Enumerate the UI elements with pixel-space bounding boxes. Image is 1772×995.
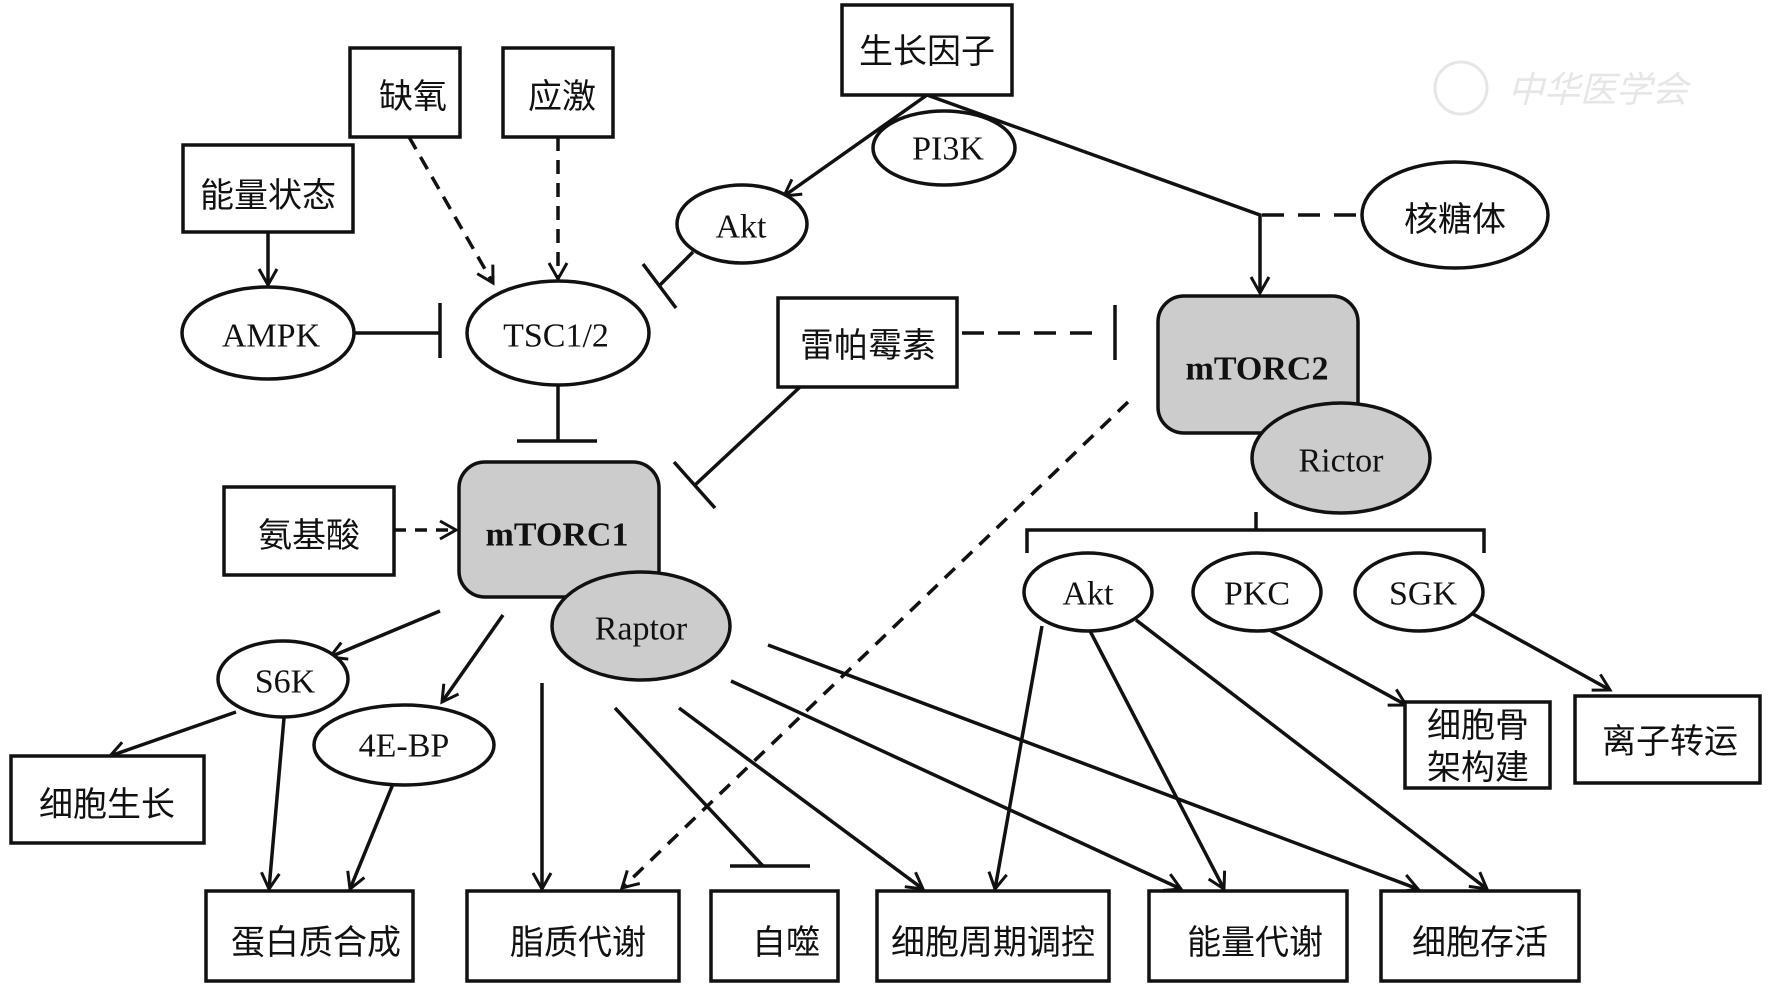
label-sgk: SGK	[1389, 576, 1457, 613]
label-energy-metabolism: 能量代谢	[1187, 923, 1323, 963]
label-growth-factor: 生长因子	[859, 32, 995, 72]
label-cell-survival: 细胞存活	[1412, 923, 1548, 963]
node-rictor	[1250, 401, 1432, 515]
label-mtorc2: mTORC2	[1186, 351, 1329, 388]
label-mtorc1: mTORC1	[486, 517, 629, 554]
node-ribosome	[1360, 160, 1550, 270]
edge-4ebp-protein	[346, 783, 395, 892]
edge-mtorc1-autophagy-inhibit	[613, 706, 765, 868]
inhibit-bar	[672, 460, 717, 510]
label-pkc: PKC	[1224, 576, 1290, 613]
node-energy-metabolism	[1147, 889, 1349, 983]
node-pi3k	[871, 109, 1017, 187]
edge-mtorc1-energy	[730, 679, 1184, 892]
label-amino-acids: 氨基酸	[258, 516, 360, 556]
node-raptor	[550, 570, 732, 682]
label-pi3k: PI3K	[912, 131, 984, 168]
label-lipid-metabolism: 脂质代谢	[510, 923, 646, 963]
node-pkc	[1191, 551, 1323, 633]
label-ampk: AMPK	[222, 318, 321, 355]
edge-s6k-protein	[260, 717, 286, 893]
label-s6k: S6K	[255, 664, 316, 701]
label-cell-growth: 细胞生长	[39, 785, 175, 825]
node-cell-cycle	[875, 889, 1111, 983]
label-cytoskeleton-line2: 架构建	[1427, 748, 1529, 788]
label-cell-cycle: 细胞周期调控	[891, 923, 1095, 963]
label-tsc: TSC1/2	[503, 318, 609, 355]
label-hypoxia: 缺氧	[379, 77, 447, 117]
node-rapamycin	[776, 296, 959, 389]
bracket	[1025, 528, 1486, 553]
edge-growthfactor-akt	[781, 93, 929, 198]
node-sgk	[1353, 551, 1485, 633]
label-stress: 应激	[528, 77, 596, 117]
node-tsc	[465, 279, 651, 387]
watermark-logo-icon	[1433, 60, 1489, 116]
node-ampk	[180, 285, 356, 381]
inhibit-bar	[641, 262, 678, 310]
node-hypoxia	[348, 46, 462, 139]
node-growth-factor	[840, 3, 1014, 97]
watermark-text: 中华医学会	[1508, 70, 1692, 111]
edge-mtorc1-survival	[767, 643, 1421, 894]
edge-akt-energy	[1087, 628, 1227, 892]
node-autophagy	[709, 889, 840, 983]
watermark: 中华医学会	[1433, 60, 1692, 116]
node-ion-transport	[1573, 694, 1762, 785]
label-protein-synthesis: 蛋白质合成	[231, 923, 401, 963]
node-akt-upstream	[675, 183, 809, 265]
label-akt-downstream: Akt	[1063, 576, 1115, 613]
node-energy-status	[181, 143, 355, 234]
label-raptor: Raptor	[595, 611, 688, 648]
label-rictor: Rictor	[1299, 443, 1385, 480]
edge-mtorc1-cellcycle	[677, 706, 926, 891]
node-stress	[501, 46, 615, 139]
edge-pkc-cytoskeleton	[1265, 626, 1409, 707]
node-akt-downstream	[1022, 551, 1154, 633]
edge-growthfactor-mtorc2	[926, 93, 1271, 297]
edge-s6k-cellgrowth	[107, 710, 237, 761]
node-4ebp	[312, 703, 496, 787]
edge-hypoxia-tsc	[407, 136, 495, 286]
label-ion-transport: 离子转运	[1602, 722, 1738, 762]
edge-rapamycin-mtorc1-inhibit	[693, 385, 802, 487]
node-s6k	[216, 639, 350, 719]
label-4ebp: 4E-BP	[359, 728, 450, 765]
edge-akt-survival	[1134, 618, 1490, 891]
edge-akt-tsc-inhibit	[657, 250, 695, 288]
node-protein-synthesis	[204, 889, 415, 983]
node-mtorc2	[1156, 294, 1360, 435]
node-amino-acids	[222, 485, 396, 577]
label-energy-status: 能量状态	[200, 176, 336, 216]
label-rapamycin: 雷帕霉素	[800, 326, 936, 366]
edge-akt-cellcycle	[987, 625, 1044, 893]
node-mtorc1	[457, 460, 661, 599]
label-autophagy: 自噬	[752, 923, 820, 963]
label-cytoskeleton-line1: 细胞骨	[1427, 706, 1529, 746]
edge-sgk-iontransport	[1472, 612, 1613, 692]
node-cell-growth	[9, 754, 206, 845]
node-cytoskeleton	[1403, 700, 1552, 790]
edge-mtorc1-s6k	[327, 609, 441, 661]
node-lipid-metabolism	[465, 889, 681, 983]
label-akt-upstream: Akt	[716, 209, 768, 246]
edge-mtorc1-4ebp	[440, 613, 505, 705]
node-cell-survival	[1379, 889, 1581, 983]
label-ribosome: 核糖体	[1404, 200, 1506, 240]
